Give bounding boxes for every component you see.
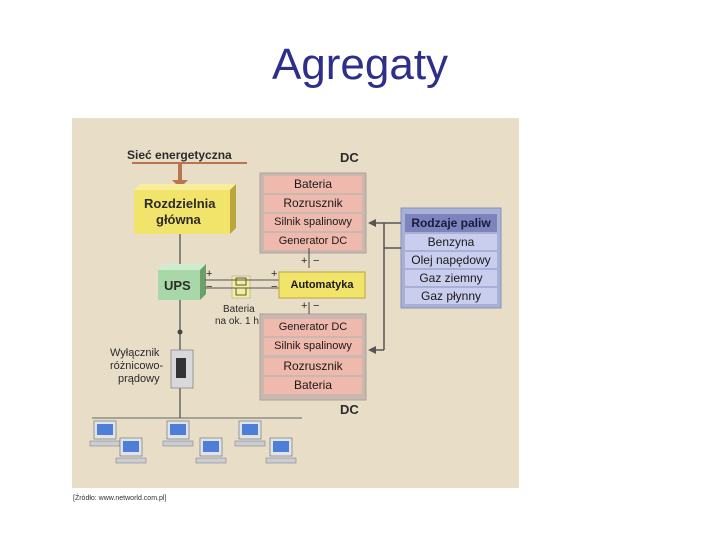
breaker-line2: różnicowo- [110,360,164,372]
fuel-header: Rodzaje paliw [411,216,491,230]
dc-bottom-label: DC [340,402,359,417]
switchboard-line2: główna [156,212,201,227]
top-stack-item: Silnik spalinowy [274,216,352,228]
computer-icons [89,420,297,464]
minus-sign: − [271,281,278,293]
source-note: [Źródło: www.networld.com.pl] [73,495,167,502]
ups-label: UPS [164,278,191,293]
slide-title: Agregaty [271,40,449,89]
plus-sign: + [301,300,308,312]
grid-label: Sieć energetyczna [127,148,232,162]
breaker-line1: Wyłącznik [110,347,160,359]
top-stack-item: Generator DC [278,235,348,247]
breaker-line3: prądowy [118,373,160,385]
fuel-item: Gaz ziemny [419,271,483,285]
switchboard-top [134,184,236,190]
bottom-stack-item: Rozrusznik [283,359,343,373]
fuel-item: Benzyna [427,235,475,249]
ups-box [158,270,200,300]
power-diagram: Sieć energetyczna DC Rozdzielnia główna … [72,118,519,488]
bottom-stack-item: Silnik spalinowy [274,340,352,352]
switchboard-side [230,184,236,234]
top-stack-item: Rozrusznik [283,196,343,210]
battery-note-line2: na ok. 1 h [215,316,259,327]
switchboard-line1: Rozdzielnia [144,196,216,211]
fuel-item: Olej napędowy [411,253,491,267]
bottom-stack-item: Generator DC [278,321,348,333]
diagram-graphics [89,162,502,464]
switchboard-box [134,190,230,234]
bottom-stack-item: Bateria [293,378,333,392]
automation-box [278,271,366,299]
fuel-item: Gaz płynny [420,289,482,303]
plus-sign: + [206,268,213,280]
minus-sign: − [206,281,213,293]
plus-sign: + [271,268,278,280]
top-stack-item: Bateria [293,177,333,191]
minus-sign: − [313,255,320,267]
automation-label: Automatyka [290,279,354,291]
battery-note-line1: Bateria [223,304,255,315]
plus-sign: + [301,255,308,267]
dc-top-label: DC [340,150,359,165]
minus-sign: − [313,300,320,312]
battery-icon [231,275,251,299]
